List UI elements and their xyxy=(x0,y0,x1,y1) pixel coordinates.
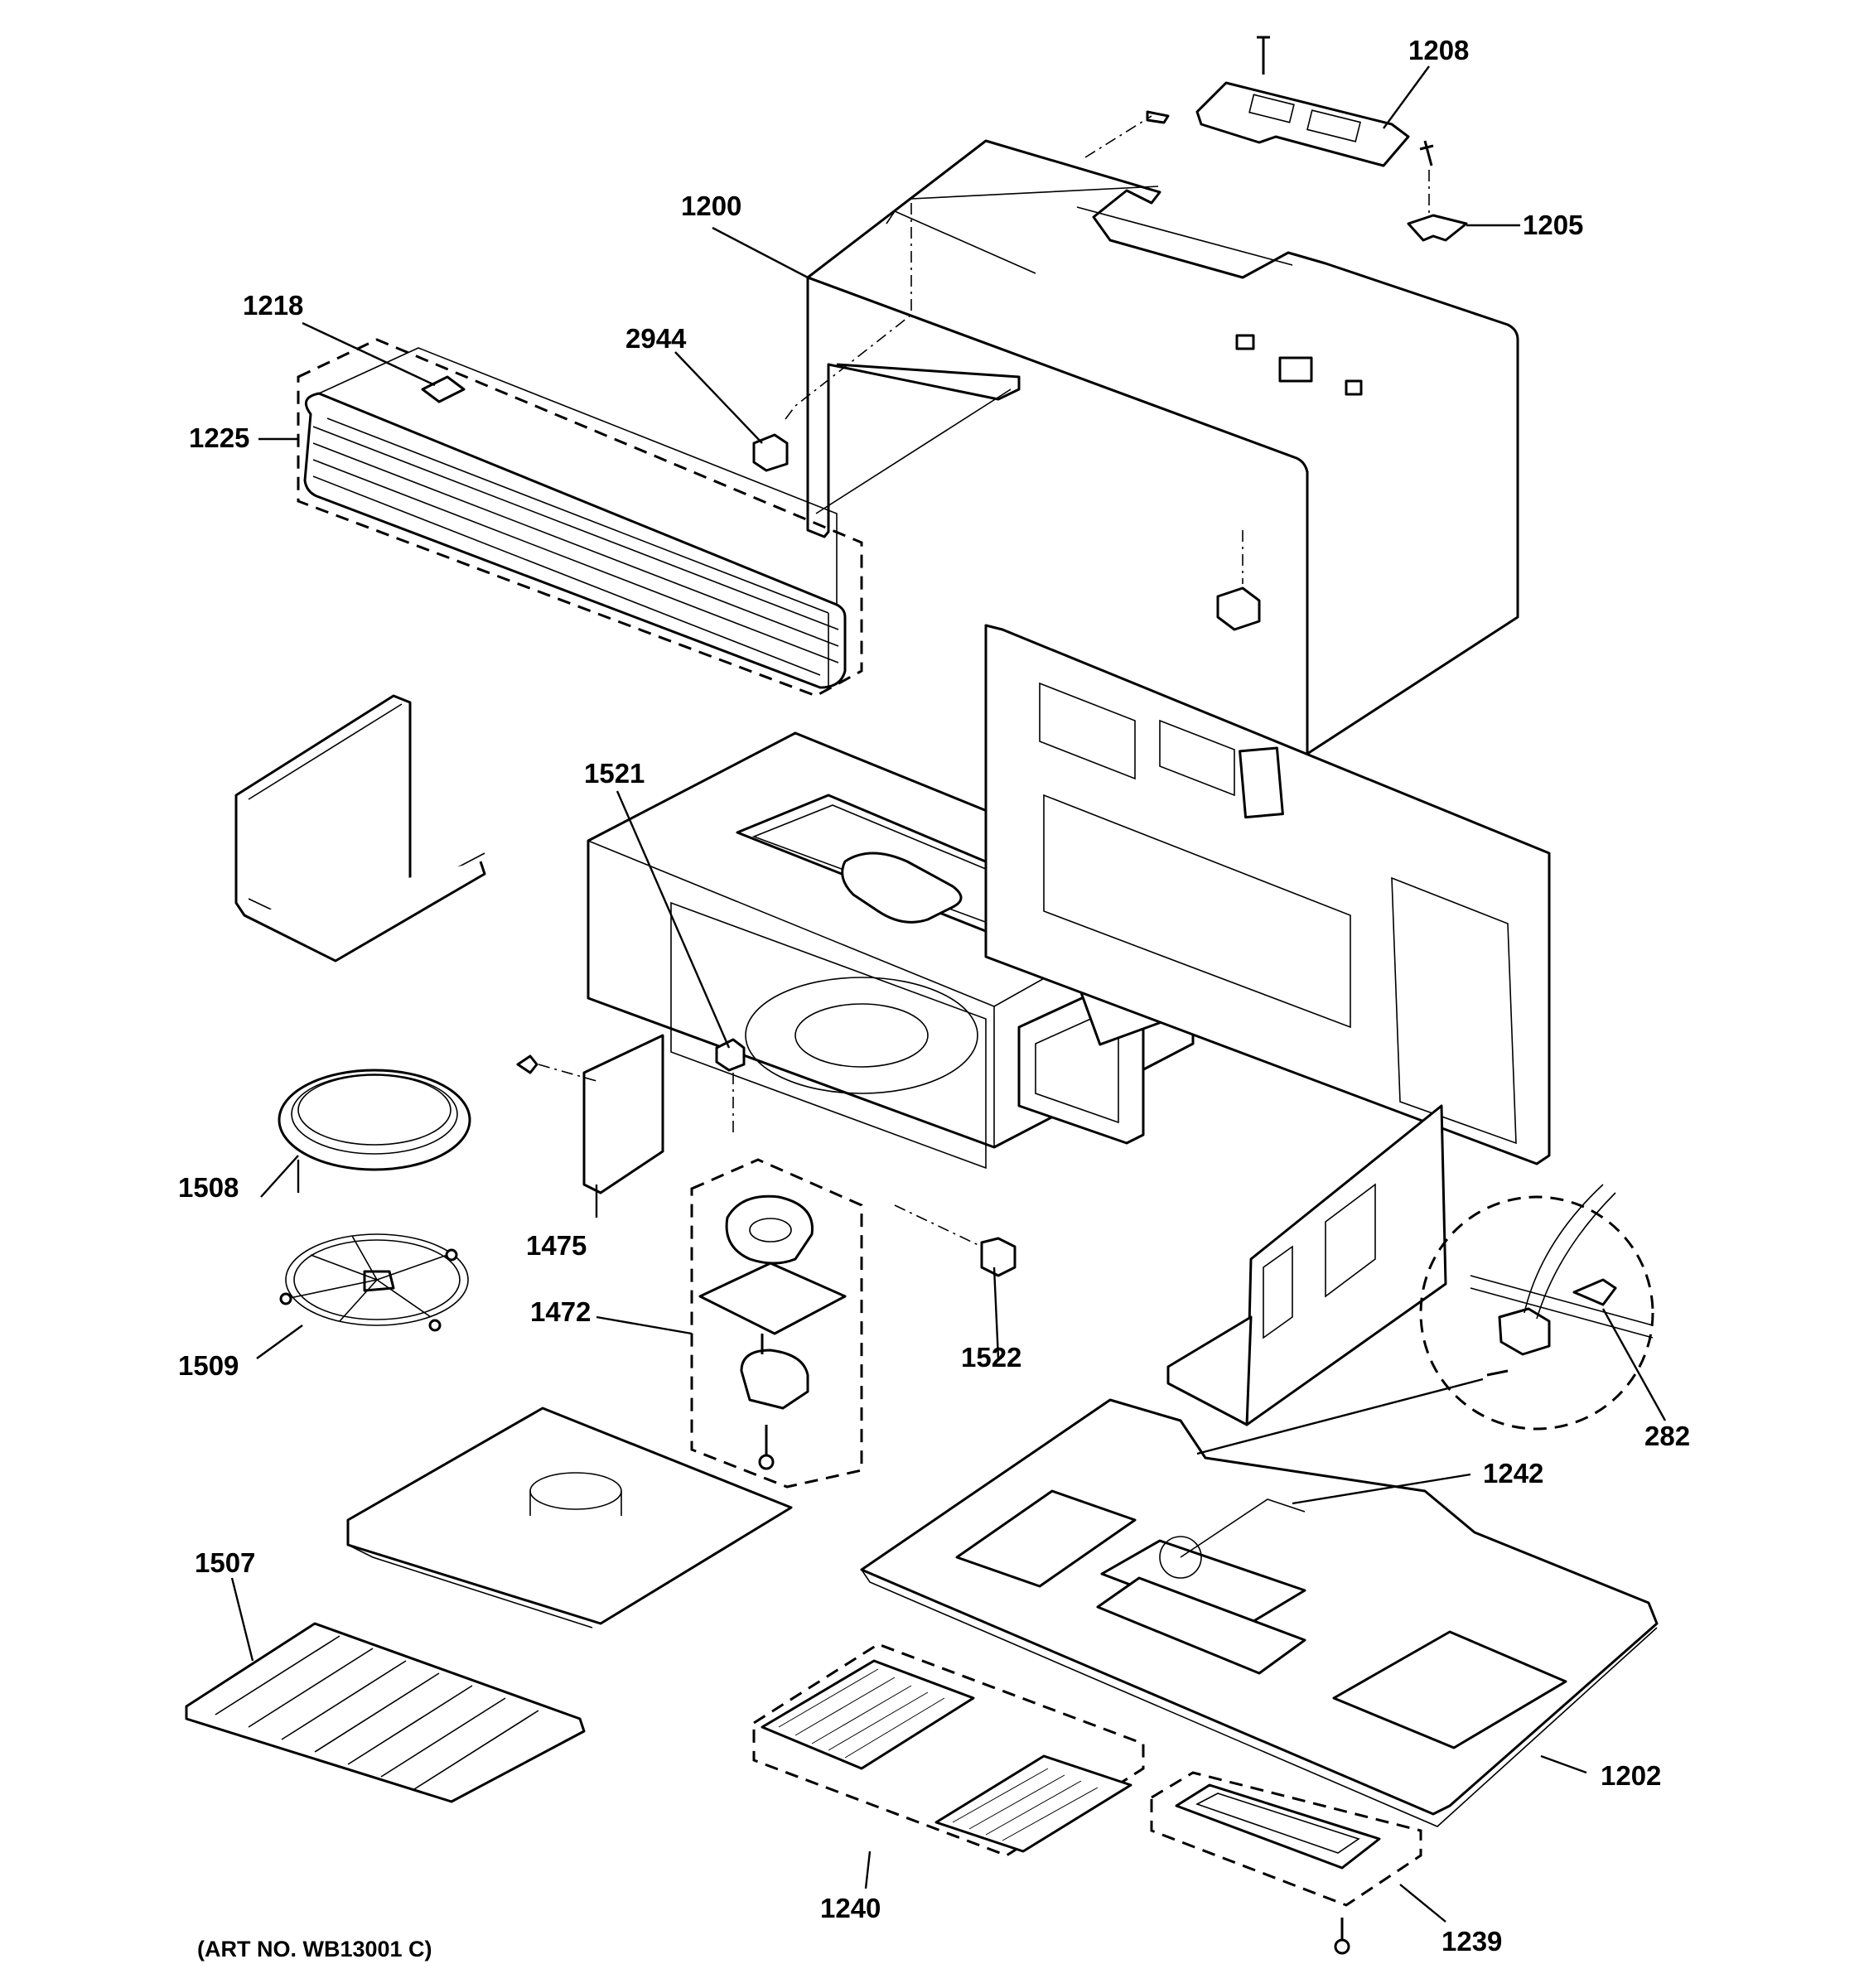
side-panel-left xyxy=(234,694,486,963)
roller-ring-1509 xyxy=(279,1233,469,1332)
bottom-plate-1202 xyxy=(860,1398,1659,1827)
label-1205: 1205 xyxy=(1523,210,1583,240)
leader-lines xyxy=(230,65,1667,1923)
label-1509: 1509 xyxy=(178,1350,239,1381)
part-labels: 1208 1200 1205 1218 2944 1225 1521 1508 … xyxy=(178,35,1690,1961)
label-1475: 1475 xyxy=(526,1230,587,1261)
outer-case-1200 xyxy=(782,139,1519,755)
label-1240: 1240 xyxy=(820,1893,881,1923)
label-1507: 1507 xyxy=(195,1547,255,1578)
wire-rack-1507 xyxy=(185,1622,586,1803)
back-panel xyxy=(984,624,1551,1165)
clip-right-case xyxy=(1216,586,1261,631)
grease-filters-1240 xyxy=(752,1643,1145,1857)
label-1202: 1202 xyxy=(1601,1760,1661,1791)
detail-circle-282 xyxy=(1419,1184,1654,1431)
shelf-plate xyxy=(346,1407,793,1629)
cover-plate-1208 xyxy=(1084,36,1410,167)
label-1208: 1208 xyxy=(1408,35,1469,65)
label-1521: 1521 xyxy=(584,758,645,789)
label-1225: 1225 xyxy=(189,422,249,453)
vent-grille-1225 xyxy=(297,338,863,697)
label-2944: 2944 xyxy=(625,323,687,354)
lower-front-panel xyxy=(1166,1104,1447,1426)
label-1508: 1508 xyxy=(178,1172,239,1203)
art-number: (ART NO. WB13001 C) xyxy=(197,1937,432,1961)
waveguide-cover-1475 xyxy=(516,1034,664,1194)
label-1200: 1200 xyxy=(681,191,741,221)
clip-1522 xyxy=(894,1204,1017,1277)
motor-assembly-1472 xyxy=(690,1158,863,1489)
turntable-tray-1508 xyxy=(278,1069,471,1171)
label-282: 282 xyxy=(1644,1421,1690,1451)
bracket-1205 xyxy=(1407,140,1468,242)
clip-1521 xyxy=(715,1038,746,1135)
label-1242: 1242 xyxy=(1483,1458,1543,1489)
cover-1239 xyxy=(1150,1771,1422,1955)
clip-2944 xyxy=(752,433,789,472)
label-1218: 1218 xyxy=(243,290,303,321)
label-1239: 1239 xyxy=(1441,1926,1502,1957)
label-1472: 1472 xyxy=(530,1296,591,1327)
label-1522: 1522 xyxy=(961,1342,1021,1373)
